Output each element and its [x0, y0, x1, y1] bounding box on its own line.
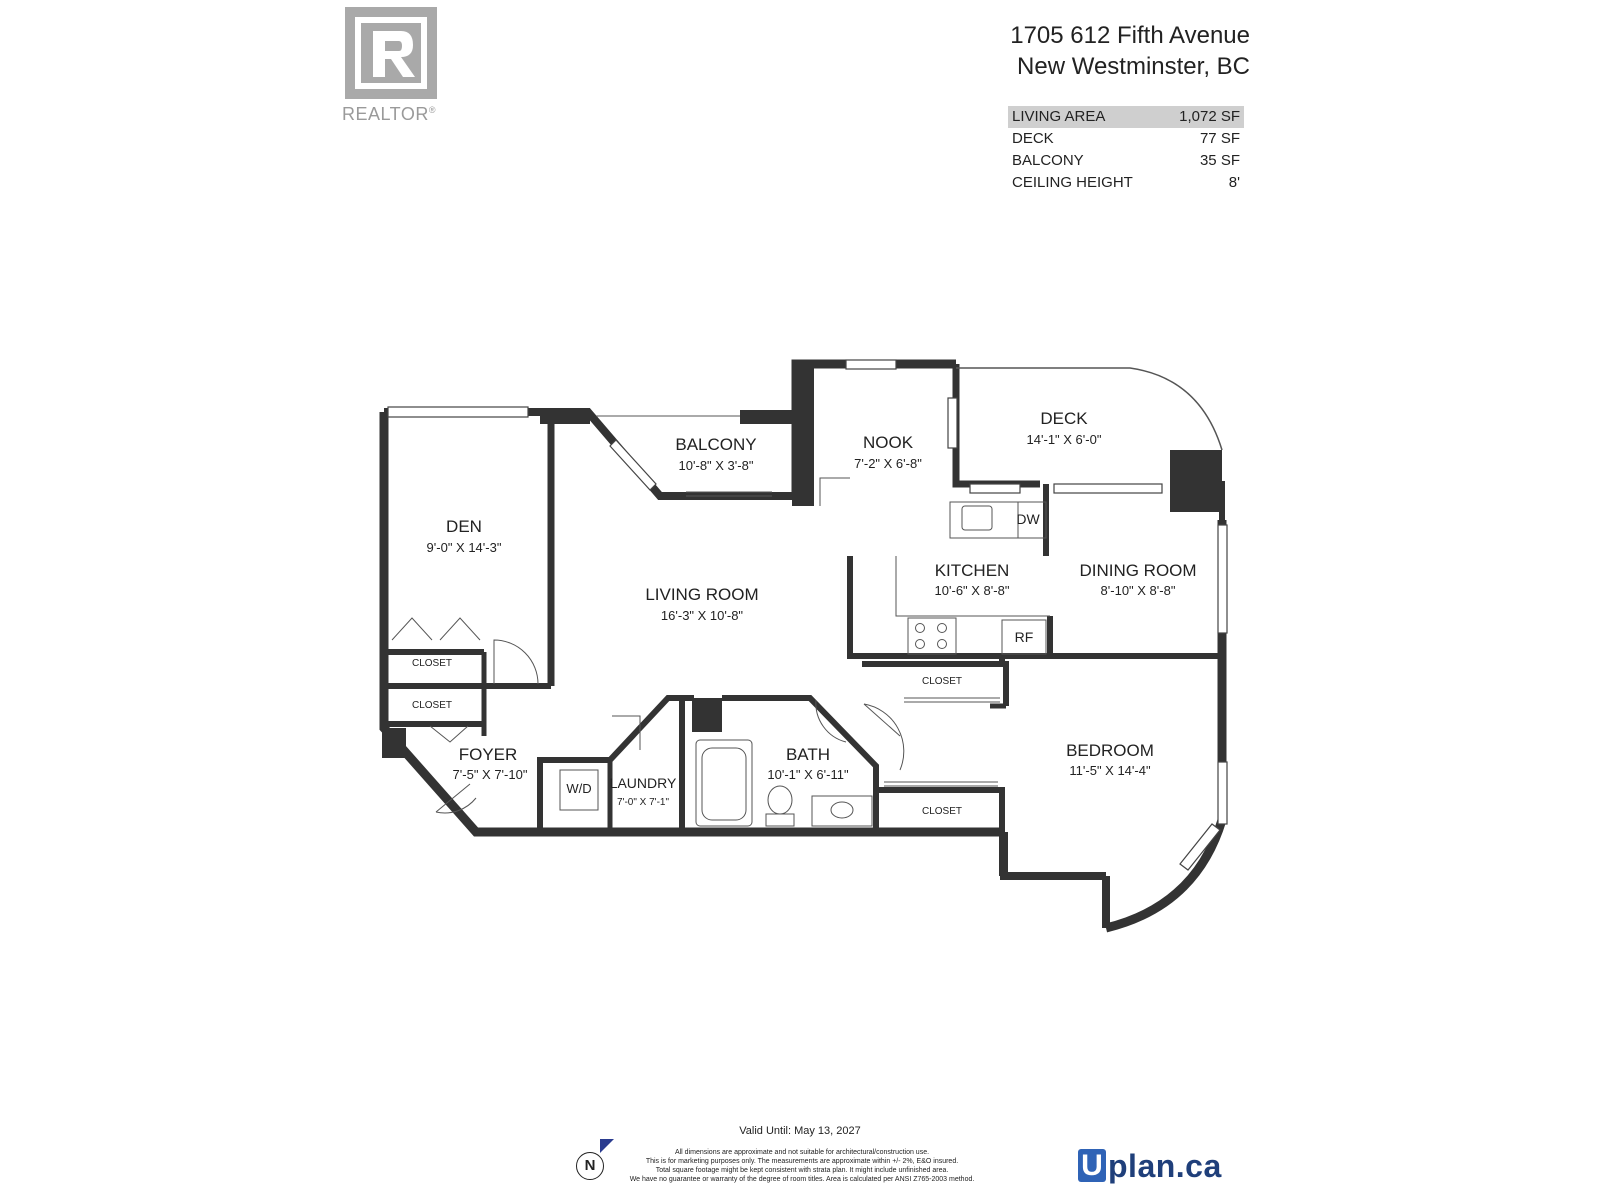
- room-nook-dims: 7'-2" X 6'-8": [854, 456, 922, 471]
- room-kitchen-dims: 10'-6" X 8'-8": [935, 583, 1010, 598]
- room-dining-name: DINING ROOM: [1079, 561, 1196, 580]
- interior-walls: [384, 424, 1220, 876]
- north-arrow-icon: N: [576, 1152, 604, 1180]
- realtor-wordmark-text: REALTOR: [342, 104, 429, 124]
- address-line-1: 1705 612 Fifth Avenue: [1010, 22, 1250, 49]
- closet-den-label: CLOSET: [412, 658, 452, 669]
- disclaimer: All dimensions are approximate and not s…: [604, 1148, 1000, 1184]
- valid-until: Valid Until: May 13, 2027: [739, 1125, 861, 1137]
- room-bedroom-name: BEDROOM: [1066, 741, 1154, 760]
- stat-label: BALCONY: [1012, 152, 1084, 169]
- bath-fixtures: [559, 739, 873, 827]
- room-dining-dims: 8'-10" X 8'-8": [1101, 583, 1176, 598]
- registered-mark: ®: [428, 105, 436, 115]
- stat-value: 35 SF: [1199, 152, 1240, 169]
- stat-value: 77 SF: [1199, 130, 1240, 147]
- closet-bedroom-top-label: CLOSET: [922, 676, 962, 687]
- kitchen-fixtures: [819, 477, 1050, 655]
- room-balcony-name: BALCONY: [675, 435, 756, 454]
- dishwasher-label: DW: [1016, 511, 1040, 527]
- realtor-wordmark: REALTOR®: [342, 104, 436, 125]
- uplan-logo-u: U: [1078, 1149, 1106, 1182]
- room-bedroom-dims: 11'-5" X 14'-4": [1069, 763, 1151, 778]
- disclaimer-line: Total square footage might be kept consi…: [655, 1167, 949, 1174]
- room-labels: DECK 14'-1" X 6'-0" NOOK 7'-2" X 6'-8" B…: [412, 409, 1197, 817]
- stat-label: DECK: [1012, 130, 1054, 147]
- room-deck-name: DECK: [1040, 409, 1088, 428]
- stat-value: 1,072 SF: [1179, 108, 1240, 125]
- stat-value: 8': [1228, 174, 1240, 191]
- room-foyer-dims: 7'-5" X 7'-10": [453, 767, 528, 782]
- fridge-label: RF: [1015, 629, 1034, 645]
- stat-row-balcony: BALCONY 35 SF: [1008, 150, 1244, 172]
- door-swings: [391, 617, 905, 814]
- stat-label: LIVING AREA: [1012, 108, 1106, 125]
- washer-dryer-label: W/D: [566, 781, 591, 796]
- room-balcony-dims: 10'-8" X 3'-8": [679, 458, 754, 473]
- room-bath-dims: 10'-1" X 6'-11": [767, 767, 849, 782]
- closet-foyer-label: CLOSET: [412, 700, 452, 711]
- realtor-r-icon: [355, 17, 427, 89]
- room-living-dims: 16'-3" X 10'-8": [661, 608, 744, 623]
- stat-row-living-area: LIVING AREA 1,072 SF: [1008, 106, 1244, 128]
- room-den-dims: 9'-0" X 14'-3": [427, 540, 502, 555]
- disclaimer-line: All dimensions are approximate and not s…: [674, 1149, 930, 1156]
- uplan-logo-text: plan.ca: [1108, 1148, 1222, 1184]
- structural-columns: [382, 364, 1222, 758]
- windows: [387, 359, 1228, 871]
- room-nook-name: NOOK: [863, 433, 914, 452]
- room-laundry-name: LAUNDRY: [610, 775, 677, 791]
- area-stats-table: LIVING AREA 1,072 SF DECK 77 SF BALCONY …: [1008, 106, 1244, 194]
- room-living-name: LIVING ROOM: [645, 585, 758, 604]
- glass-doors: [596, 415, 1000, 787]
- disclaimer-line: We have no guarantee or warranty of the …: [629, 1176, 975, 1183]
- north-flag-icon: [600, 1139, 614, 1153]
- room-bath-name: BATH: [786, 745, 830, 764]
- stat-label: CEILING HEIGHT: [1012, 174, 1133, 191]
- room-kitchen-name: KITCHEN: [935, 561, 1010, 580]
- room-foyer-name: FOYER: [459, 745, 518, 764]
- room-deck-dims: 14'-1" X 6'-0": [1027, 432, 1102, 447]
- realtor-logo: [345, 7, 437, 99]
- address-line-2: New Westminster, BC: [1017, 53, 1250, 80]
- disclaimer-line: This is for marketing purposes only. The…: [645, 1158, 959, 1165]
- room-laundry-dims: 7'-0" X 7'-1": [617, 797, 670, 808]
- stat-row-deck: DECK 77 SF: [1008, 128, 1244, 150]
- stat-row-ceiling-height: CEILING HEIGHT 8': [1008, 172, 1244, 194]
- room-den-name: DEN: [446, 517, 482, 536]
- closet-bedroom-bottom-label: CLOSET: [922, 806, 962, 817]
